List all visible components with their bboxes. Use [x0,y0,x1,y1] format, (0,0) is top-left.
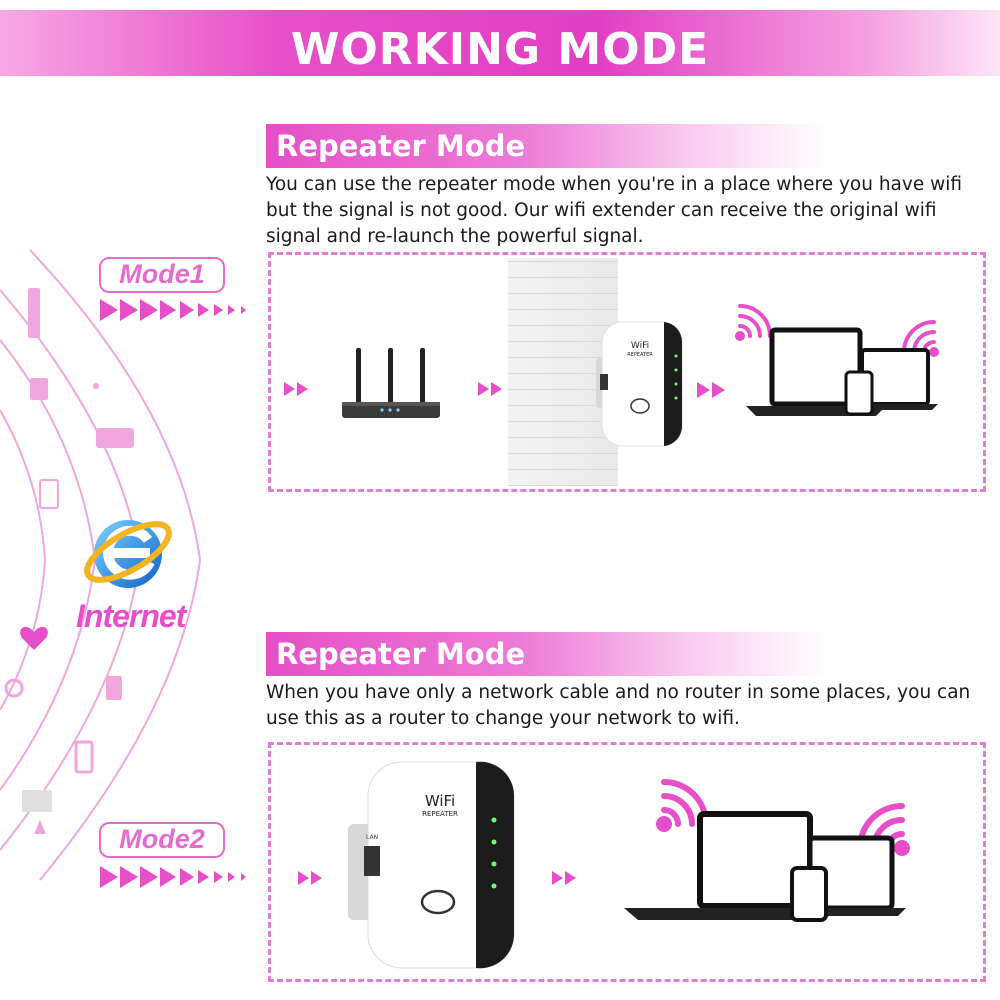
mode2-label: Mode2 [99,822,225,858]
phone-outline-icon [74,740,94,774]
router-icon [342,348,440,418]
monitor-icon [22,790,52,812]
svg-text:REPEATER: REPEATER [627,352,653,358]
section2-header: Repeater Mode [266,632,826,676]
flow-arrow [697,382,725,398]
mode1-label: Mode1 [99,257,225,293]
phone-icon [790,866,828,922]
section1-description: You can use the repeater mode when you'r… [266,174,963,247]
section1-title: Repeater Mode [276,129,526,163]
devices-group-1 [735,304,939,416]
phone-icon [844,370,874,416]
tablet-outline-icon [39,479,59,509]
header-banner: WORKING MODE [0,10,1000,76]
gear-icon [4,678,24,698]
flow-arrow [552,871,576,885]
heart-icon [20,626,48,650]
network-decoration [0,249,202,881]
mode2-arrows [100,866,246,888]
svg-text:WiFi: WiFi [631,341,649,351]
repeater-large: WiFi REPEATER LAN [346,760,518,970]
signal-icon [28,288,40,338]
flow-arrow [478,382,502,396]
section2-title: Repeater Mode [276,637,526,671]
lan-port-label: LAN [366,834,379,841]
internet-explorer-icon [84,520,172,588]
wifi-signal-icon [735,304,772,341]
device-model: REPEATER [422,810,458,818]
devices-group-2 [624,779,910,922]
flow-arrow [298,871,322,885]
device-brand: WiFi [424,792,456,810]
page-title: WORKING MODE [290,24,710,75]
section2-description: When you have only a network cable and n… [266,682,971,729]
tablet-icon [854,348,938,410]
internet-label: Internet [76,598,186,634]
mode1-diagram [268,252,986,492]
flow-arrow [284,382,308,396]
battery-icon [96,428,134,448]
mode1-arrows [100,299,246,321]
section1-header: Repeater Mode [266,124,826,168]
bar-icon [106,676,122,700]
mode2-diagram [268,742,986,982]
laptop-icon [746,327,886,416]
repeater-icon: WiFi REPEATER [596,321,683,447]
repeater-icon [348,761,515,969]
camera-icon [30,378,48,400]
satellite-icon [34,820,46,834]
wifi-signal-icon [656,779,709,832]
